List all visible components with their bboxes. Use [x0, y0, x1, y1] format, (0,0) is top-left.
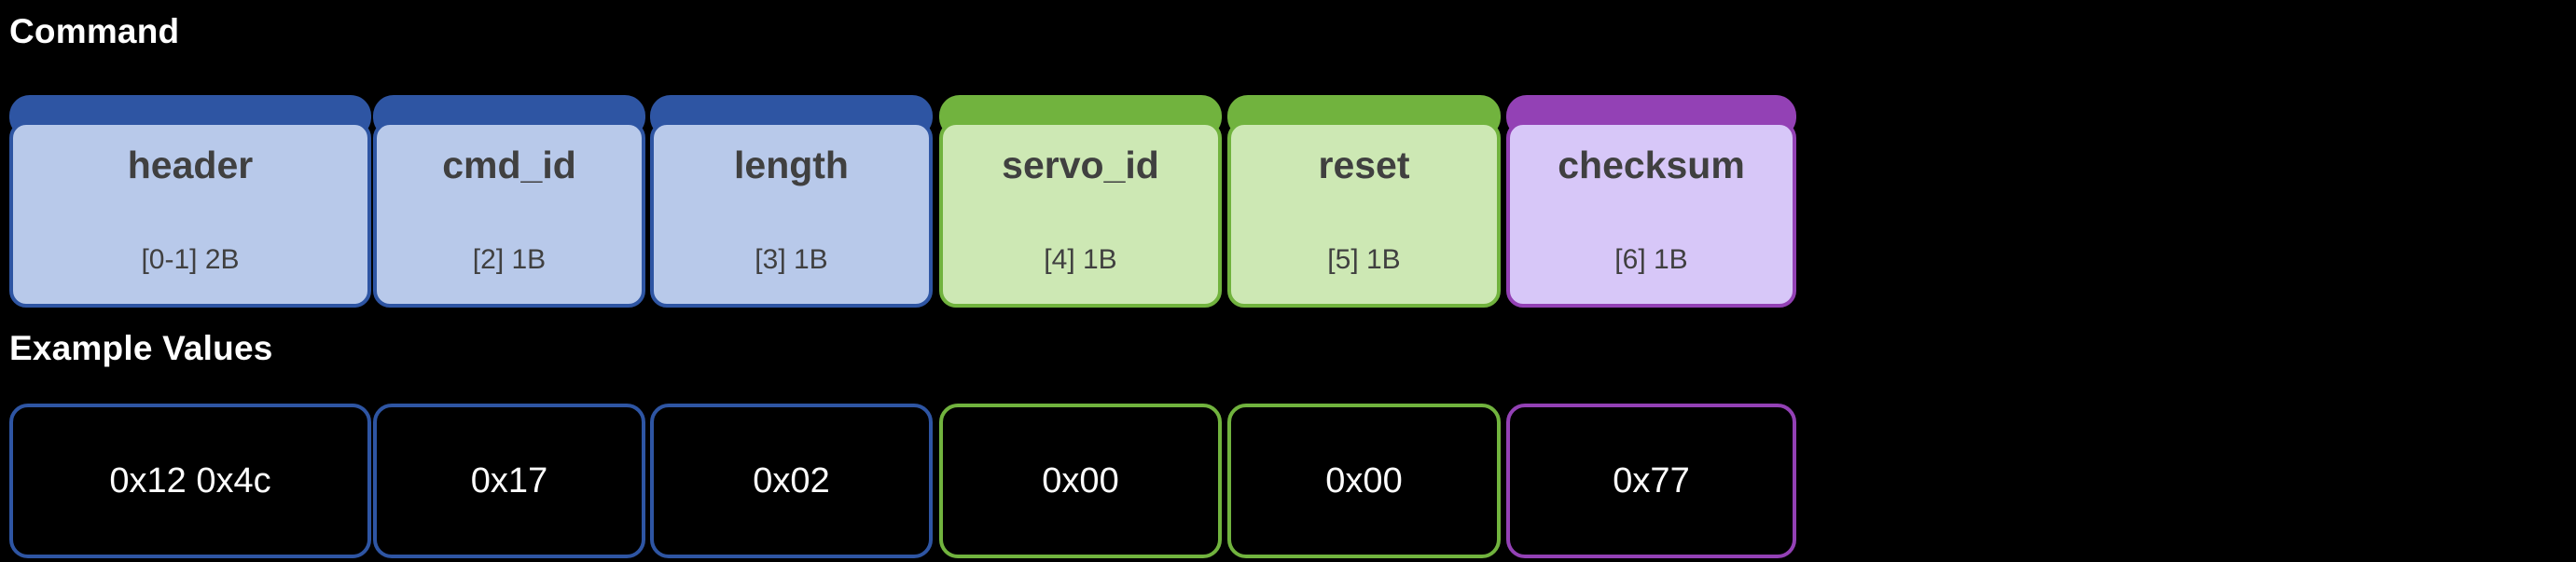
field-cell-cmd_id[interactable]: cmd_id [2] 1B [373, 93, 645, 309]
field-name-label: header [127, 144, 254, 186]
value-text-reset: 0x00 [1325, 460, 1403, 500]
field-cell-reset[interactable]: reset [5] 1B [1227, 93, 1501, 309]
field-cell-servo_id[interactable]: servo_id [4] 1B [939, 93, 1222, 309]
field-meta-label: [4] 1B [1044, 244, 1117, 275]
field-meta-label: [6] 1B [1614, 244, 1688, 275]
field-meta-label: [3] 1B [755, 244, 828, 275]
field-cell-header[interactable]: header [0-1] 2B [9, 93, 371, 309]
field-name-label: checksum [1558, 144, 1745, 186]
value-text-servo_id: 0x00 [1042, 460, 1119, 500]
field-body-cmd_id: cmd_id [2] 1B [373, 121, 645, 308]
field-body-header: header [0-1] 2B [9, 121, 371, 308]
field-name-label: cmd_id [442, 144, 576, 186]
field-body-length: length [3] 1B [650, 121, 933, 308]
field-meta-label: [0-1] 2B [141, 244, 240, 275]
field-body-reset: reset [5] 1B [1227, 121, 1501, 308]
command-field-row: header [0-1] 2B cmd_id [2] 1B length [3] 1B se… [0, 93, 2576, 309]
field-name-label: length [734, 144, 849, 186]
field-meta-label: [5] 1B [1327, 244, 1401, 275]
value-text-header: 0x12 0x4c [109, 460, 271, 500]
value-text-cmd_id: 0x17 [470, 460, 548, 500]
value-cell-checksum[interactable]: 0x77 [1506, 404, 1796, 558]
command-section-title: Command [9, 12, 180, 50]
example-values-section-title: Example Values [9, 329, 273, 367]
value-cell-length[interactable]: 0x02 [650, 404, 933, 558]
value-cell-header[interactable]: 0x12 0x4c [9, 404, 371, 558]
field-cell-checksum[interactable]: checksum [6] 1B [1506, 93, 1796, 309]
field-name-label: reset [1318, 144, 1410, 186]
field-body-checksum: checksum [6] 1B [1506, 121, 1796, 308]
field-body-servo_id: servo_id [4] 1B [939, 121, 1222, 308]
value-cell-reset[interactable]: 0x00 [1227, 404, 1501, 558]
value-cell-cmd_id[interactable]: 0x17 [373, 404, 645, 558]
value-text-checksum: 0x77 [1613, 460, 1690, 500]
field-meta-label: [2] 1B [472, 244, 547, 275]
value-cell-servo_id[interactable]: 0x00 [939, 404, 1222, 558]
example-values-row: 0x12 0x4c 0x17 0x02 0x00 0x00 0x77 [0, 404, 2576, 562]
field-name-label: servo_id [1002, 144, 1159, 186]
value-text-length: 0x02 [753, 460, 830, 500]
field-cell-length[interactable]: length [3] 1B [650, 93, 933, 309]
